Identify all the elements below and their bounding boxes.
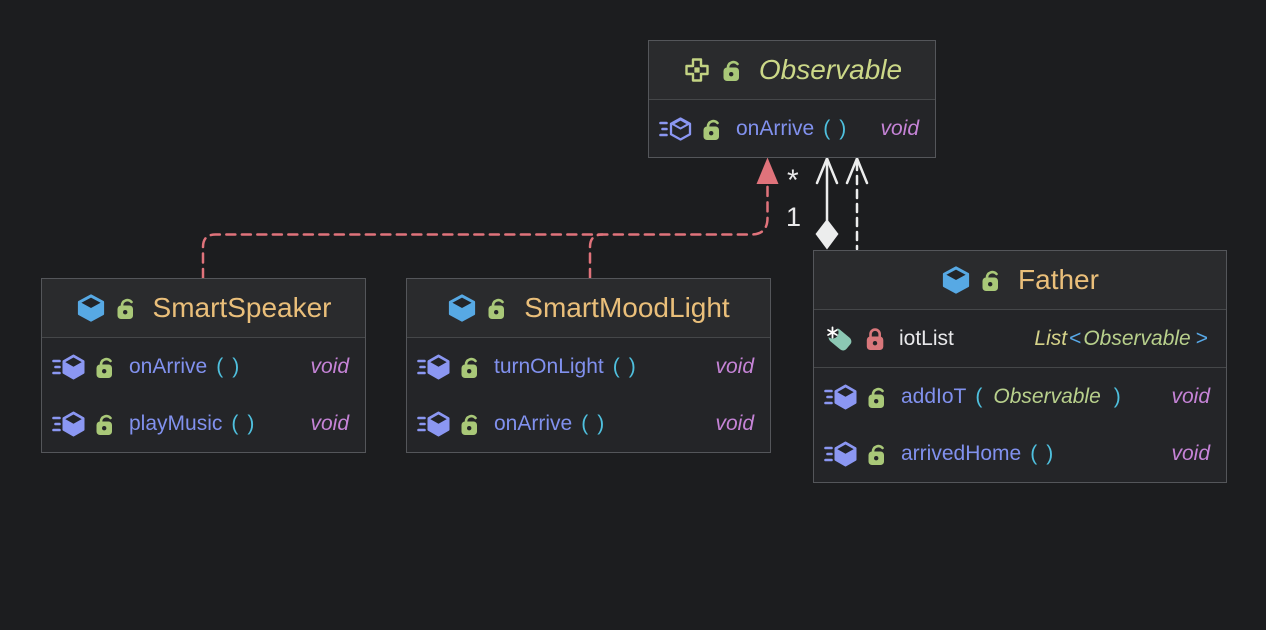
abstract-method-icon <box>659 115 693 143</box>
method-name: onArrive <box>494 411 573 435</box>
method-icon <box>52 353 86 381</box>
realization-arrowhead[interactable] <box>756 157 779 185</box>
method-name: addIoT <box>901 384 967 408</box>
private-lock-icon <box>865 326 886 352</box>
field-name: iotList <box>899 326 954 350</box>
aggregation-diamond <box>815 219 839 250</box>
method-paren-close: ) <box>1046 441 1054 465</box>
class-name: SmartMoodLight <box>524 292 730 323</box>
smartmoodlight-method-onarrive[interactable]: onArrive () void <box>407 395 770 452</box>
smartmoodlight-method-turnonlight[interactable]: turnOnLight () void <box>407 338 770 395</box>
realization-edge[interactable] <box>201 181 769 280</box>
field-type-bracket-close: > <box>1195 326 1208 350</box>
method-icon <box>417 353 451 381</box>
dependency-edge[interactable] <box>845 157 869 251</box>
father-header[interactable]: Father <box>814 251 1226 310</box>
method-paren-open: ( <box>975 384 983 408</box>
public-lock-icon <box>867 384 888 410</box>
method-paren-close: ) <box>597 411 605 435</box>
class-icon <box>76 293 106 323</box>
father-method-arrivedhome[interactable]: arrivedHome () void <box>814 425 1226 482</box>
method-param: Observable <box>993 384 1101 408</box>
field-type: List<Observable> <box>1034 327 1210 351</box>
aggregation-open-arrowhead <box>815 157 839 185</box>
method-icon <box>824 383 858 411</box>
aggregation-multiplicity-source: 1 <box>786 202 802 232</box>
realization-path-smartmoodlight <box>588 233 604 280</box>
aggregation-multiplicity-target: * <box>787 164 799 197</box>
method-return-type: void <box>310 354 349 378</box>
method-paren-open: ( <box>612 354 620 378</box>
observable-method-onarrive[interactable]: onArrive () void <box>649 100 935 157</box>
public-lock-icon <box>981 267 1002 293</box>
public-lock-icon <box>867 441 888 467</box>
public-lock-icon <box>722 57 743 83</box>
public-lock-icon <box>702 116 723 142</box>
field-type-bracket-open: < <box>1069 326 1082 350</box>
method-return-type: void <box>715 411 754 435</box>
class-node-smartspeaker[interactable]: SmartSpeaker onArrive () <box>41 278 366 453</box>
smartmoodlight-header[interactable]: SmartMoodLight <box>407 279 770 338</box>
father-field-iotlist[interactable]: iotList List<Observable> <box>814 310 1226 367</box>
method-name: onArrive <box>129 354 208 378</box>
observable-header[interactable]: Observable <box>649 41 935 100</box>
method-icon <box>824 440 858 468</box>
public-lock-icon <box>487 295 508 321</box>
method-icon <box>417 410 451 438</box>
method-return-type: void <box>310 411 349 435</box>
method-paren-open: ( <box>1030 441 1038 465</box>
public-lock-icon <box>116 295 137 321</box>
method-icon <box>52 410 86 438</box>
dependency-open-arrowhead <box>845 157 869 185</box>
method-paren-open: ( <box>216 354 224 378</box>
method-paren-close: ) <box>232 354 240 378</box>
method-name: onArrive <box>736 116 815 140</box>
public-lock-icon <box>95 354 116 380</box>
class-icon <box>941 265 971 295</box>
class-icon <box>447 293 477 323</box>
class-node-observable[interactable]: Observable onArrive() vo <box>648 40 936 158</box>
interface-name: Observable <box>758 54 903 85</box>
interface-icon <box>682 55 712 85</box>
smartspeaker-method-playmusic[interactable]: playMusic () void <box>42 395 365 452</box>
method-name: playMusic <box>129 411 223 435</box>
aggregation-edge[interactable] <box>815 157 839 250</box>
class-node-father[interactable]: Father <box>813 250 1227 483</box>
method-paren-close: ) <box>247 411 255 435</box>
method-paren-open: ( <box>581 411 589 435</box>
method-return-type: void <box>1171 384 1210 408</box>
method-paren-close: ) <box>839 116 847 140</box>
father-method-addiot[interactable]: addIoT ( Observable) void <box>814 367 1226 425</box>
field-type-param: Observable <box>1083 326 1191 350</box>
method-name: arrivedHome <box>901 441 1022 465</box>
public-lock-icon <box>95 411 116 437</box>
method-return-type: void <box>1171 441 1210 465</box>
public-lock-icon <box>460 411 481 437</box>
smartspeaker-header[interactable]: SmartSpeaker <box>42 279 365 338</box>
realization-path-smartspeaker <box>201 181 769 280</box>
final-field-icon <box>824 324 856 354</box>
field-type-main: List <box>1034 326 1068 350</box>
method-return-type: void <box>880 116 919 140</box>
method-name: turnOnLight <box>494 354 604 378</box>
method-paren-close: ) <box>1113 384 1121 408</box>
smartspeaker-method-onarrive[interactable]: onArrive () void <box>42 338 365 395</box>
method-paren-open: ( <box>231 411 239 435</box>
class-name: Father <box>1018 264 1099 295</box>
class-name: SmartSpeaker <box>152 292 332 323</box>
public-lock-icon <box>460 354 481 380</box>
method-paren-open: ( <box>823 116 831 140</box>
class-node-smartmoodlight[interactable]: SmartMoodLight turnOnLight () <box>406 278 771 453</box>
method-paren-close: ) <box>628 354 636 378</box>
method-return-type: void <box>715 354 754 378</box>
